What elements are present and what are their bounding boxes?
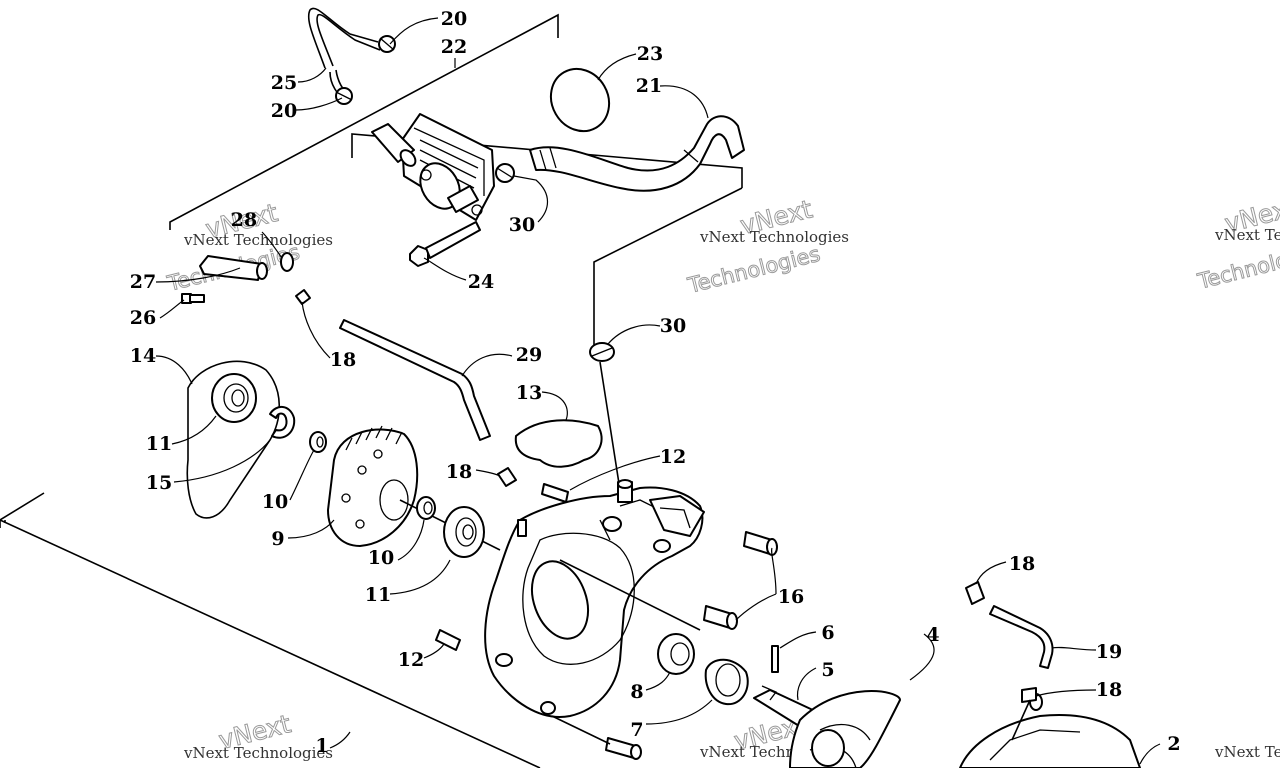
screw-26 — [181, 293, 205, 304]
callout-27: 27 — [130, 271, 156, 293]
watermark-text: vNext Technologies — [699, 228, 849, 246]
callout-4: 4 — [926, 624, 939, 646]
water-pump-housing — [484, 479, 705, 718]
seal-8 — [657, 633, 695, 675]
snap-ring-15 — [269, 406, 296, 439]
watermark-text: vNext Technologies — [1214, 226, 1280, 244]
washer-10 — [309, 431, 327, 453]
hose-clamp-18 — [965, 581, 985, 605]
callout-11: 11 — [365, 584, 391, 606]
callout-20: 20 — [441, 8, 467, 30]
bolt-16 — [703, 605, 738, 630]
seal-7 — [704, 658, 749, 706]
pin-6 — [771, 645, 779, 673]
cover-2 — [959, 693, 1141, 768]
callout-7: 7 — [630, 719, 643, 741]
callout-13: 13 — [516, 382, 542, 404]
callout-25: 25 — [271, 72, 297, 94]
hose-clamp-20 — [378, 35, 396, 53]
tube-29 — [339, 319, 491, 441]
watermark-text: vNext Technologies — [183, 744, 333, 762]
watermark-text: vNext Technologies — [183, 231, 333, 249]
callout-18: 18 — [446, 461, 472, 483]
bearing-11 — [443, 506, 485, 558]
callout-15: 15 — [146, 472, 172, 494]
callout-2: 2 — [1167, 733, 1180, 755]
callout-19: 19 — [1096, 641, 1122, 663]
callout-23: 23 — [637, 43, 663, 65]
callout-9: 9 — [271, 528, 284, 550]
leader-lines — [155, 17, 1161, 765]
callout-20: 20 — [271, 100, 297, 122]
callout-26: 26 — [130, 307, 156, 329]
fuel-line-25 — [307, 7, 381, 101]
bolt-24 — [409, 221, 481, 267]
dowel-pin-12 — [541, 483, 569, 503]
callout-6: 6 — [821, 622, 834, 644]
watermark-name: Technologies — [685, 242, 823, 298]
fuel-hose-21 — [529, 115, 745, 192]
assembly-bracket-1 — [0, 492, 541, 768]
callout-12: 12 — [660, 446, 686, 468]
callout-14: 14 — [130, 345, 156, 367]
callout-11: 11 — [146, 433, 172, 455]
callout-1: 1 — [315, 735, 328, 757]
hose-clamp-20 — [335, 87, 353, 105]
hose-clamp-30 — [589, 342, 615, 362]
callout-8: 8 — [630, 681, 643, 703]
o-ring-28 — [280, 252, 294, 272]
callout-28: 28 — [231, 209, 257, 231]
callout-24: 24 — [468, 271, 494, 293]
impeller-4 — [789, 690, 901, 768]
callout-21: 21 — [636, 75, 662, 97]
callout-10: 10 — [262, 491, 288, 513]
gasket-13 — [514, 419, 603, 468]
callout-5: 5 — [821, 659, 834, 681]
bolt — [605, 737, 642, 760]
dowel-pin-12 — [435, 629, 461, 651]
hose-clamp-30 — [495, 163, 515, 183]
seal-14 — [186, 360, 280, 519]
hose-clamp-18 — [1021, 687, 1037, 703]
hose-clamp-18 — [497, 467, 517, 487]
callout-30: 30 — [660, 315, 686, 337]
watermark-name: Technologies — [1195, 238, 1280, 294]
bearing-11 — [211, 373, 257, 423]
alignment-line — [559, 559, 701, 631]
o-ring-23 — [549, 67, 611, 133]
hose-clamp-18 — [295, 289, 311, 305]
gear-9 — [327, 425, 419, 547]
fitting-27 — [199, 255, 268, 281]
alignment-line — [551, 715, 611, 745]
callout-22: 22 — [441, 36, 467, 58]
fuel-pump-assembly — [371, 113, 495, 221]
watermark-text: vNext Technologies — [1214, 743, 1280, 761]
callout-labels: 20 22 25 20 23 21 30 24 28 27 26 18 30 2… — [130, 8, 1181, 757]
callout-18: 18 — [330, 349, 356, 371]
callout-16: 16 — [778, 586, 804, 608]
callout-30: 30 — [509, 214, 535, 236]
callout-29: 29 — [516, 344, 542, 366]
callout-12: 12 — [398, 649, 424, 671]
washer-10 — [416, 496, 436, 520]
hose-19 — [989, 605, 1054, 669]
alignment-line — [1011, 699, 1031, 741]
callout-10: 10 — [368, 547, 394, 569]
callout-18: 18 — [1009, 553, 1035, 575]
callout-18: 18 — [1096, 679, 1122, 701]
